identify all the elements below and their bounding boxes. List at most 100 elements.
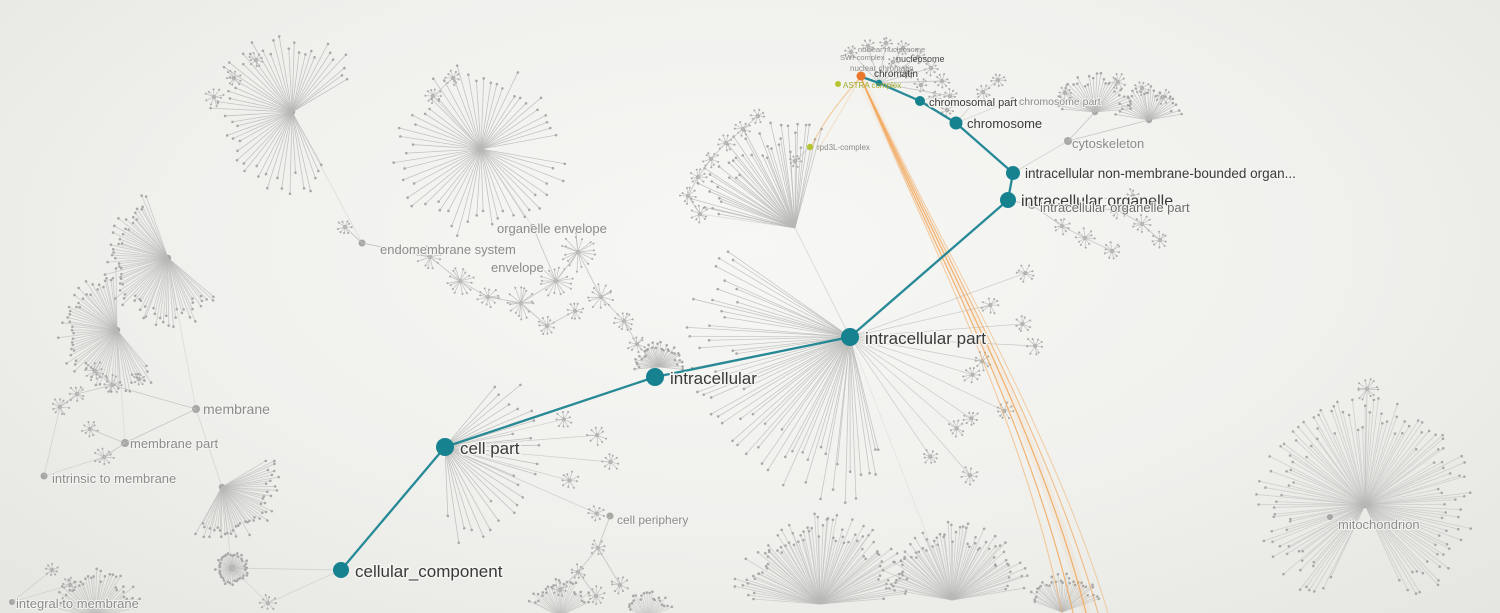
mini-burst: [962, 367, 981, 384]
highlight-orange-edge: [860, 77, 1074, 613]
term-node-selected-chromatin[interactable]: [856, 71, 866, 81]
cluster-fan: [1255, 397, 1473, 595]
term-node-cellular-component[interactable]: [333, 562, 349, 578]
node-layer: [333, 71, 1020, 578]
highlight-orange-edge: [860, 77, 1109, 613]
highlight-teal-edge: [877, 81, 922, 103]
term-label-intracellular-organelle[interactable]: intracellular organelle: [1020, 192, 1175, 212]
teal-path-layer: [339, 75, 1015, 572]
mini-burst: [1015, 315, 1032, 332]
term-label-gray-0[interactable]: organelle envelope: [496, 220, 608, 237]
term-label-chromosomal-part[interactable]: chromosomal part: [928, 96, 1019, 111]
term-label-cellular-component[interactable]: cellular_component: [354, 561, 505, 583]
mini-burst: [476, 287, 500, 309]
term-label-gray-11[interactable]: chromosome part: [1018, 95, 1102, 109]
mini-burst: [601, 453, 620, 470]
highlight-teal-edge: [954, 121, 1015, 175]
term-node-chromosome[interactable]: [949, 116, 963, 130]
term-label-tiny-4[interactable]: chromatin: [874, 69, 918, 80]
term-label-gray-8[interactable]: cytoskeleton: [1071, 135, 1145, 152]
term-label-gray-3[interactable]: membrane: [202, 400, 271, 418]
mini-burst: [879, 36, 893, 50]
mini-burst: [561, 470, 580, 489]
mini-burst: [587, 505, 605, 522]
term-label-tiny-6[interactable]: rpd3L-complex: [817, 143, 870, 152]
term-label-tiny-1[interactable]: nuclear nucleosome: [858, 45, 925, 54]
mini-burst: [1015, 264, 1035, 283]
term-label-tiny-0[interactable]: SWI-complex: [840, 53, 885, 62]
mini-burst: [586, 426, 608, 447]
cluster-fan: [685, 250, 880, 504]
label-layer: cellular_component cell part intracellular…: [15, 45, 1421, 612]
term-node-chromosomal-part[interactable]: [915, 96, 925, 106]
term-label-intracellular[interactable]: intracellular: [669, 368, 759, 390]
mini-burst: [913, 78, 928, 93]
mini-burst: [895, 40, 911, 56]
term-label-gray-7[interactable]: cell periphery: [616, 512, 689, 528]
mini-burst: [990, 73, 1007, 88]
highlight-orange-edge: [860, 77, 1099, 613]
mini-burst: [1134, 81, 1150, 97]
mini-burst: [1132, 213, 1152, 233]
mini-burst: [204, 88, 225, 108]
term-label-intracellular-part[interactable]: intracellular part: [864, 328, 988, 350]
cluster-fan: [633, 340, 684, 371]
mini-burst: [980, 297, 1000, 315]
term-node-intracellular-organelle[interactable]: [1000, 192, 1016, 208]
term-label-gray-2[interactable]: envelope: [490, 259, 545, 276]
mini-burst: [923, 449, 939, 464]
highlight-teal-edge: [653, 335, 852, 379]
cluster-fan: [881, 520, 1029, 601]
cluster-fan: [194, 459, 281, 539]
term-node-intracellular[interactable]: [646, 368, 664, 386]
mini-burst: [1103, 241, 1121, 260]
term-dot[interactable]: [1327, 514, 1333, 520]
highlight-orange-edge: [860, 77, 1087, 613]
mini-burst: [588, 585, 606, 606]
term-node-chromatin-anchor[interactable]: [875, 79, 883, 87]
cluster-layer: [9, 35, 1473, 613]
term-label-gray-4[interactable]: membrane part: [129, 435, 220, 452]
term-node-green-0[interactable]: [835, 81, 841, 87]
highlight-teal-edge: [848, 198, 1010, 339]
mini-burst: [506, 286, 535, 321]
highlight-orange-edge: [860, 77, 1063, 613]
mini-burst: [899, 66, 914, 79]
term-label-chromosome[interactable]: chromosome: [966, 115, 1044, 133]
highlight-teal-edge: [339, 445, 447, 572]
cluster-fan: [733, 512, 909, 605]
term-label-intracellular-non-membrane-bounded-organelle[interactable]: intracellular non-membrane-bounded organ…: [1024, 165, 1298, 183]
term-label-gray-10[interactable]: mitochondrion: [1337, 516, 1421, 533]
mini-burst: [610, 576, 629, 595]
gray-edge-layer: [11, 42, 1368, 604]
term-label-cell-part[interactable]: cell part: [459, 438, 522, 460]
term-node-green-1[interactable]: [806, 143, 814, 151]
term-label-tiny-3[interactable]: nuclear chromatin: [850, 64, 914, 73]
cluster-fan: [849, 264, 1044, 486]
cluster-fan: [627, 590, 674, 613]
highlight-teal-edge: [443, 375, 657, 449]
term-node-intracellular-non-membrane-bounded-organelle[interactable]: [1006, 166, 1020, 180]
term-label-gray-5[interactable]: intrinsic to membrane: [51, 470, 177, 487]
cluster-fan: [689, 121, 823, 229]
highlight-orange-edge: [811, 78, 860, 146]
mini-burst: [566, 302, 585, 320]
term-label-tiny-5[interactable]: ASTRA complex: [843, 81, 901, 90]
highlight-orange-edge: [817, 78, 860, 151]
term-label-gray-1[interactable]: endomembrane system: [379, 241, 517, 258]
orange-edge-layer: [811, 76, 1109, 613]
term-node-intracellular-part[interactable]: [841, 328, 859, 346]
mini-burst: [555, 410, 573, 428]
mini-burst: [539, 266, 574, 297]
mini-burst: [248, 52, 264, 68]
mini-burst: [948, 419, 965, 438]
mini-burst: [1155, 88, 1172, 105]
term-label-gray-6[interactable]: integral to membrane: [15, 595, 140, 612]
cluster-fan: [209, 35, 349, 196]
term-label-gray-9[interactable]: intracellular organelle part: [1039, 199, 1191, 216]
term-node-cell-part[interactable]: [436, 438, 454, 456]
mini-burst: [225, 69, 242, 86]
term-label-tiny-2[interactable]: nucleosome: [896, 54, 945, 64]
